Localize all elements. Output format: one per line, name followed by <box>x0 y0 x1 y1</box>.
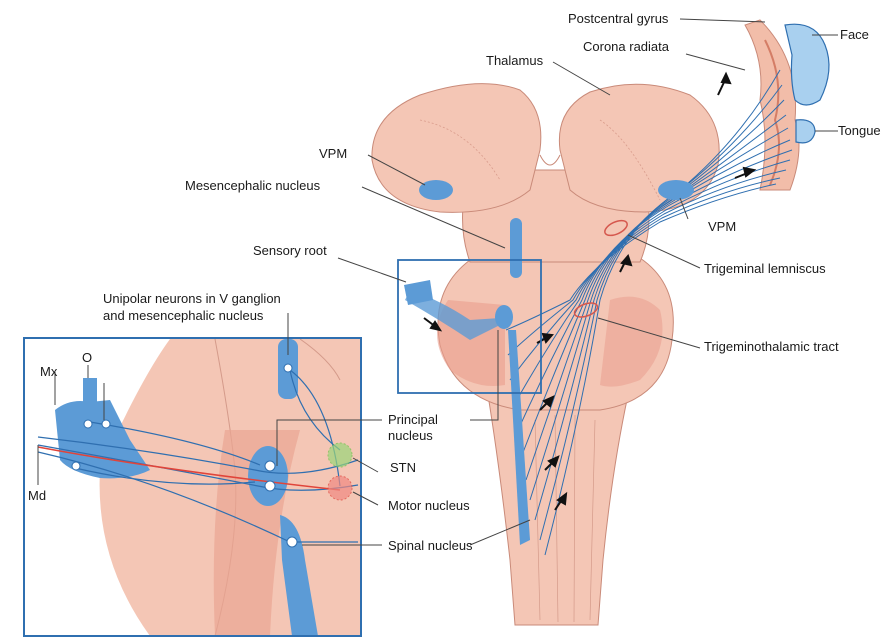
label-mesencephalic-nucleus: Mesencephalic nucleus <box>185 178 321 193</box>
brainstem <box>371 83 720 626</box>
label-trigeminal-lemniscus: Trigeminal lemniscus <box>704 261 826 276</box>
motor-neuron <box>327 475 353 501</box>
inset-principal-nucleus <box>248 446 288 506</box>
thalamus-right <box>558 83 720 213</box>
label-spinal-nucleus: Spinal nucleus <box>388 538 473 553</box>
mesencephalic-nucleus-column <box>510 218 522 278</box>
label-face: Face <box>840 27 869 42</box>
inset-source-box <box>397 259 542 394</box>
label-md: Md <box>28 488 46 503</box>
inset-ganglion <box>55 400 150 479</box>
stn-neuron <box>327 442 353 468</box>
vpm-left-nucleus <box>419 180 453 200</box>
direction-arrows <box>423 71 757 511</box>
label-tongue: Tongue <box>838 123 881 138</box>
medulla <box>487 394 629 626</box>
inset-panel <box>23 337 362 637</box>
sensory-root-fan <box>404 280 433 305</box>
label-principal-line2: nucleus <box>388 428 433 443</box>
trigeminothalamic-tract-ring <box>573 302 599 318</box>
homunculus-tongue <box>795 119 816 144</box>
label-vpm-left: VPM <box>319 146 347 161</box>
nuclei <box>404 180 694 545</box>
middle-cerebellar-peduncle-right <box>600 296 663 387</box>
label-sensory-root: Sensory root <box>253 243 327 258</box>
inset-neuron-somata <box>71 363 298 548</box>
label-postcentral-gyrus: Postcentral gyrus <box>568 11 669 26</box>
label-stn: STN <box>390 460 416 475</box>
label-unipolar-line2: and mesencephalic nucleus <box>103 308 264 323</box>
leader-lines <box>37 18 838 546</box>
labels: Postcentral gyrus Corona radiata Face To… <box>28 11 881 553</box>
label-vpm-right: VPM <box>708 219 736 234</box>
trigeminal-lemniscus-ring <box>604 219 628 237</box>
sensory-root-fibers <box>405 290 500 340</box>
inset-motor-fiber <box>37 446 341 491</box>
label-principal-line1: Principal <box>388 412 438 427</box>
label-thalamus: Thalamus <box>486 53 544 68</box>
spinal-nucleus-column <box>508 330 530 545</box>
label-mx: Mx <box>40 364 58 379</box>
label-corona-radiata: Corona radiata <box>583 39 670 54</box>
vpm-right-nucleus <box>658 180 694 200</box>
cortex-section <box>744 19 830 191</box>
label-motor-nucleus: Motor nucleus <box>388 498 470 513</box>
label-unipolar-line1: Unipolar neurons in V ganglion <box>103 291 281 306</box>
homunculus-face <box>784 23 830 106</box>
label-trigeminothalamic-tract: Trigeminothalamic tract <box>704 339 839 354</box>
thalamus-left <box>371 83 542 213</box>
label-o: O <box>82 350 92 365</box>
